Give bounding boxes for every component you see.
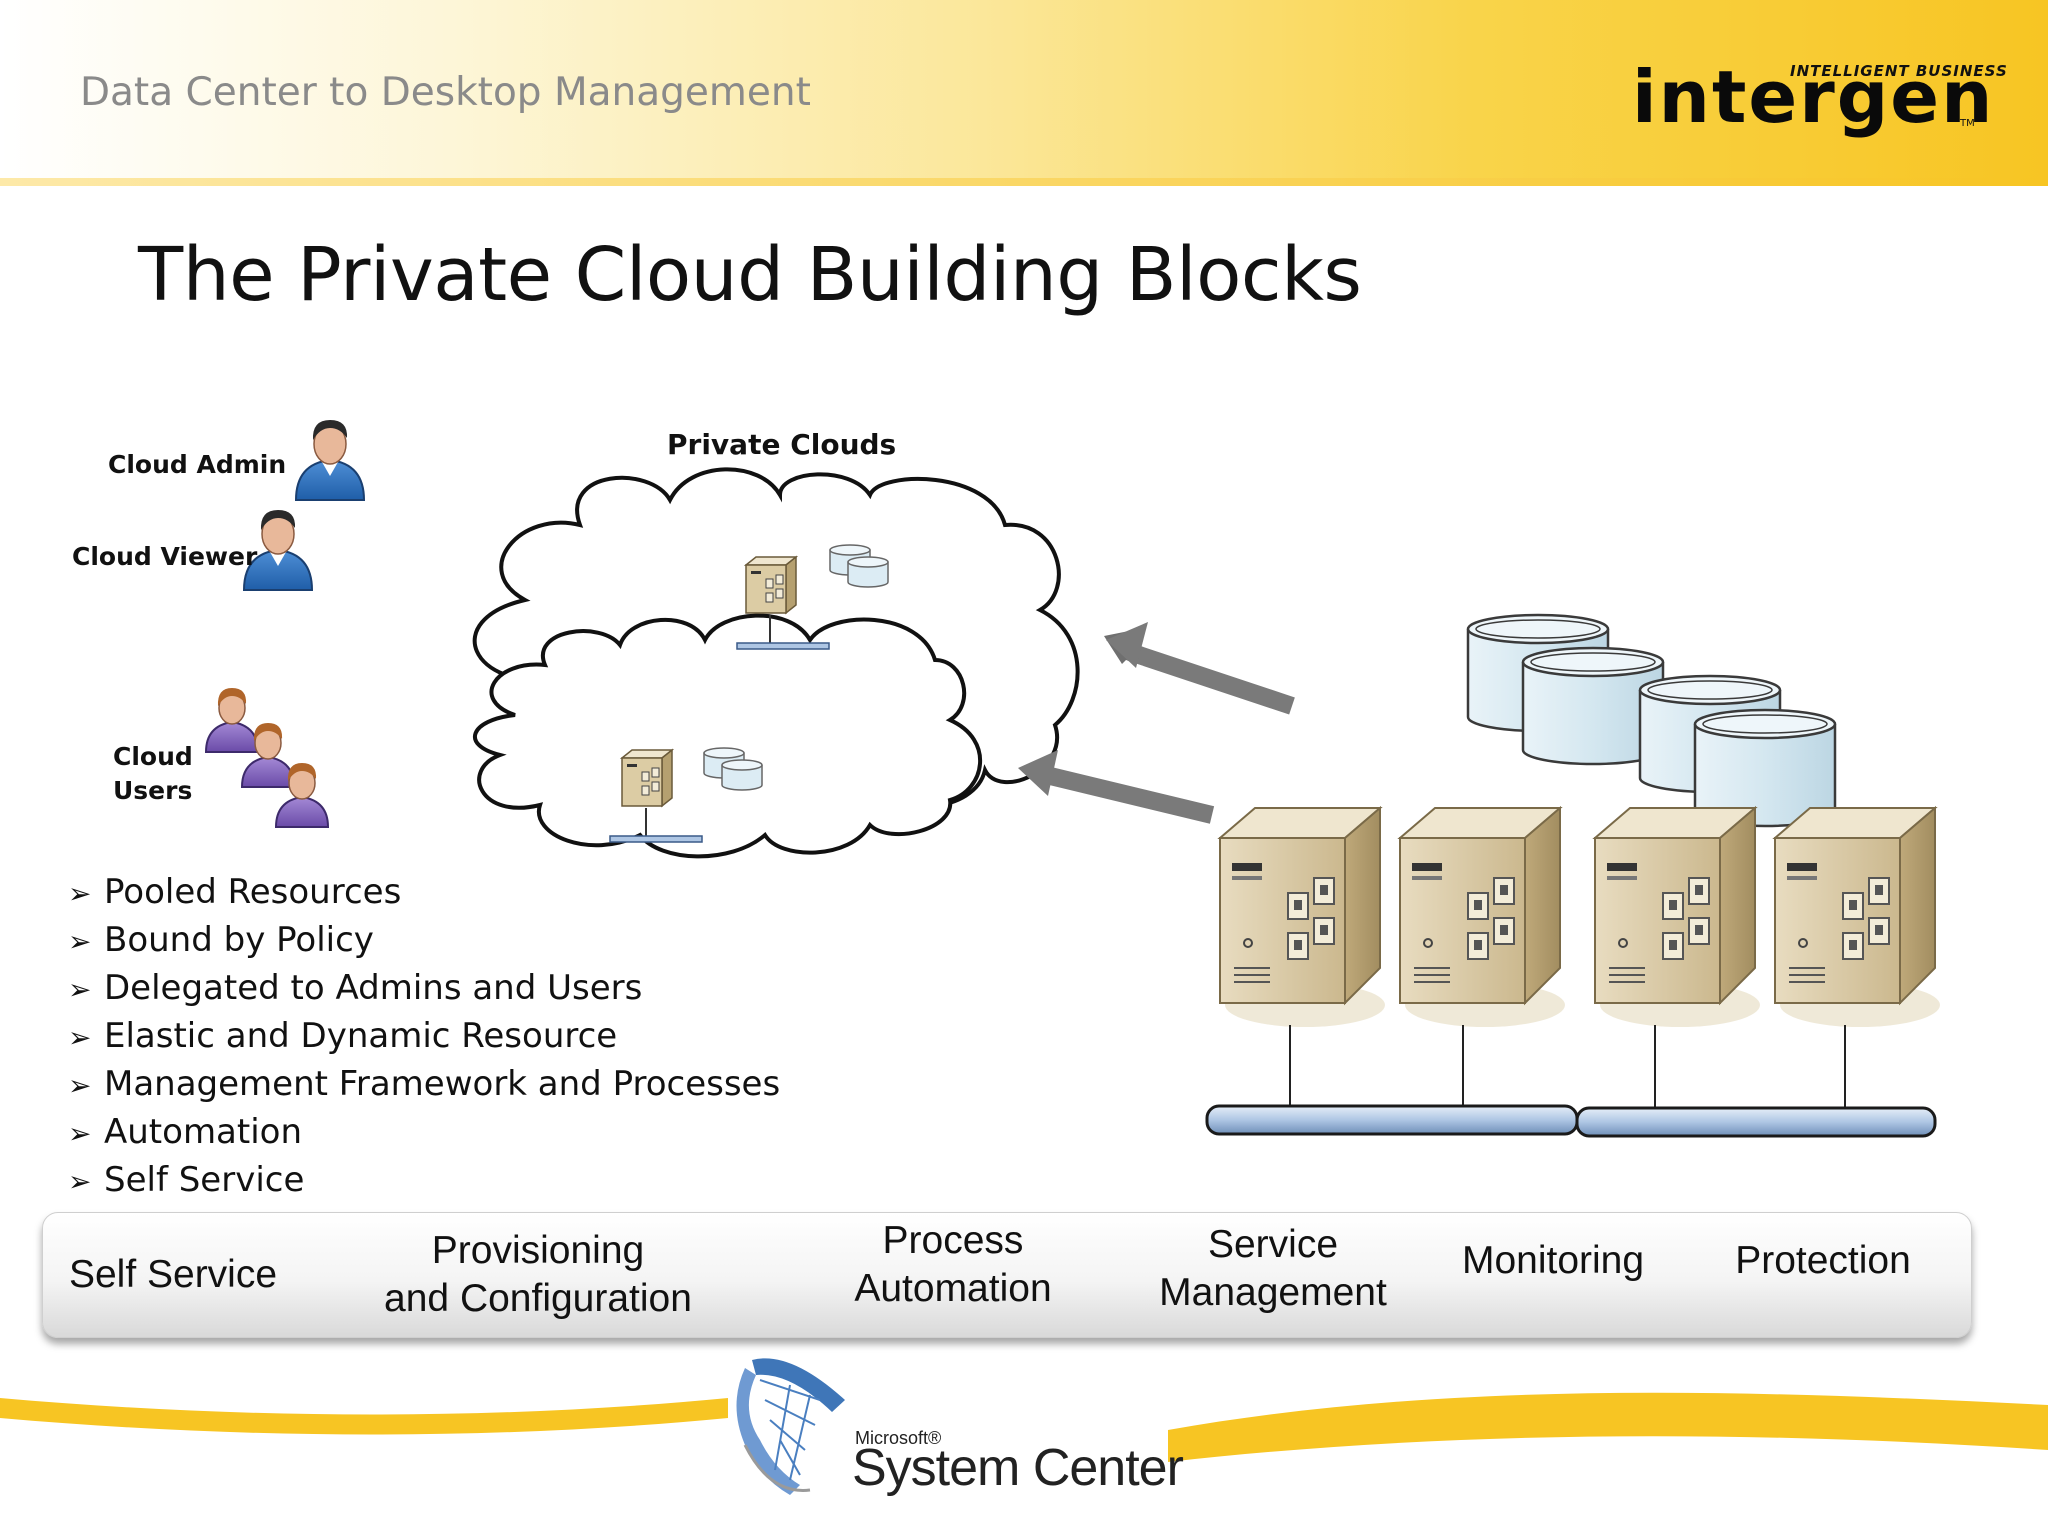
bullet-arrow-icon: ➢: [68, 1117, 92, 1150]
server-icon: [1774, 807, 1936, 1004]
list-item: ➢Management Framework and Processes: [68, 1060, 780, 1108]
system-center-wordmark: System Center: [852, 1439, 1184, 1497]
arrow-icon: [1104, 622, 1295, 715]
private-clouds-label: Private Clouds: [667, 428, 897, 461]
cloud-users-group-icon: [205, 687, 329, 828]
server-icon: [1594, 807, 1756, 1004]
server-icon: [1219, 807, 1381, 1004]
bullet-arrow-icon: ➢: [68, 877, 92, 910]
footer-swoosh: [1168, 1392, 2048, 1462]
slide-title: The Private Cloud Building Blocks: [138, 232, 1362, 318]
intergen-logo: intergen: [1632, 55, 1995, 139]
header-divider: [0, 178, 2048, 186]
system-center-logo-icon: [736, 1358, 845, 1495]
cloud-database-icon: [721, 759, 763, 791]
capability-self-service: Self Service: [68, 1253, 278, 1296]
private-cloud-front-icon: [473, 613, 982, 859]
cloud-server-icon: [621, 749, 673, 807]
cloud-database-icon: [847, 556, 889, 588]
cloud-viewer-label: Cloud Viewer: [72, 542, 258, 571]
list-item: ➢Elastic and Dynamic Resource: [68, 1012, 780, 1060]
header-title: Data Center to Desktop Management: [80, 70, 811, 115]
list-item: ➢Delegated to Admins and Users: [68, 964, 780, 1012]
cloud-admin-label: Cloud Admin: [108, 450, 287, 479]
list-item: ➢Pooled Resources: [68, 868, 780, 916]
cloud-users-label-line1: Cloud: [113, 742, 193, 771]
feature-list: ➢Pooled Resources ➢Bound by Policy ➢Dele…: [68, 868, 780, 1204]
bullet-arrow-icon: ➢: [68, 1165, 92, 1198]
bullet-arrow-icon: ➢: [68, 973, 92, 1006]
list-item: ➢Self Service: [68, 1156, 780, 1204]
footer-swoosh: [0, 1398, 728, 1435]
logo-tagline: INTELLIGENT BUSINESS: [1790, 62, 2008, 80]
capability-monitoring: Monitoring: [1461, 1239, 1645, 1282]
logo-trademark: TM: [1960, 118, 1975, 129]
network-bus-icon: [1205, 1104, 1937, 1138]
capability-protection: Protection: [1735, 1239, 1911, 1282]
arrow-icon: [1018, 750, 1215, 824]
cloud-server-icon: [745, 556, 797, 614]
bullet-arrow-icon: ➢: [68, 1021, 92, 1054]
microsoft-wordmark: Microsoft®: [855, 1428, 942, 1448]
server-icon: [1399, 807, 1561, 1004]
list-item: ➢Bound by Policy: [68, 916, 780, 964]
bullet-arrow-icon: ➢: [68, 925, 92, 958]
cloud-admin-person-icon: [295, 419, 365, 501]
cloud-users-label-line2: Users: [113, 776, 193, 805]
list-item: ➢Automation: [68, 1108, 780, 1156]
header-band: [0, 0, 2048, 178]
bullet-arrow-icon: ➢: [68, 1069, 92, 1102]
